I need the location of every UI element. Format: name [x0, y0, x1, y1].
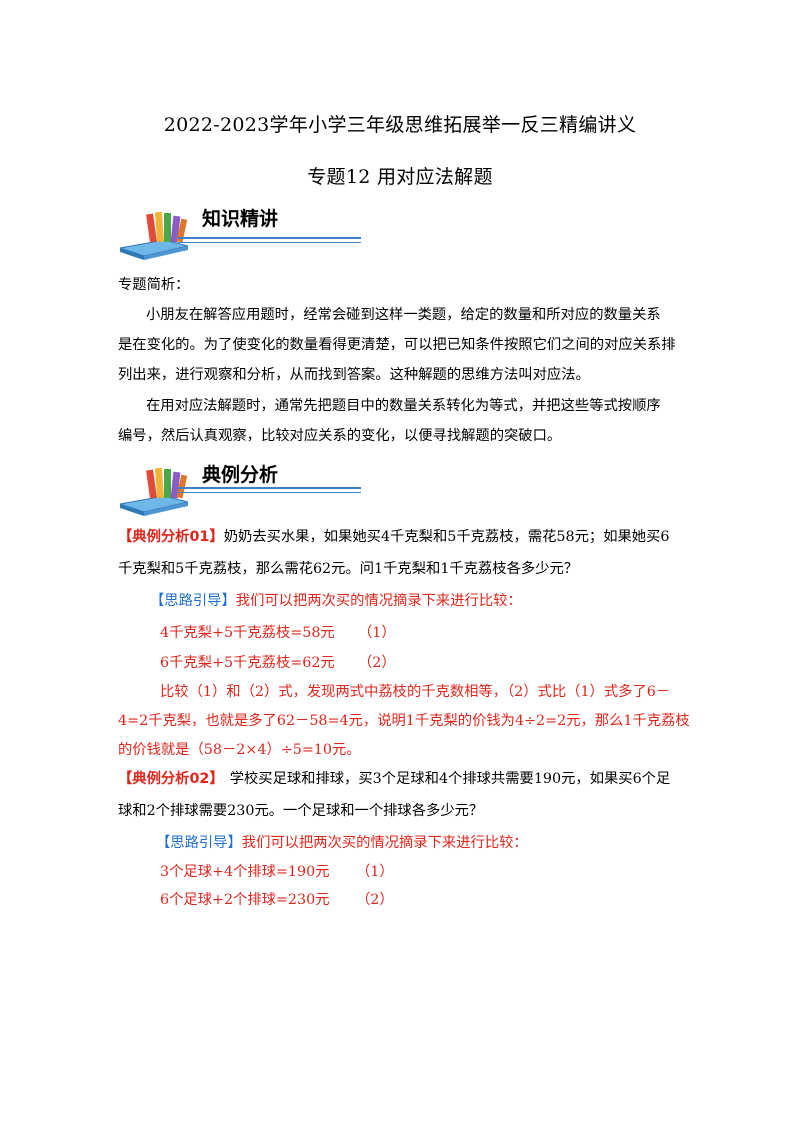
- example-1-solution-line-3: 的价钱就是（58－2×4）÷5=10元。: [118, 742, 361, 758]
- example-1-hint: 【思路引导】我们可以把两次买的情况摘录下来进行比较：: [150, 593, 522, 609]
- books-icon: [119, 467, 189, 516]
- example-1-solution-line-2: 4=2千克梨，也就是多了62－58=4元，说明1千克梨的价钱为4÷2=2元，那么…: [118, 713, 690, 729]
- intro-paragraph-1-line-1: 小朋友在解答应用题时，经常会碰到这样一类题，给定的数量和所对应的数量关系: [146, 307, 661, 323]
- example-1-tag: 【典例分析01】: [118, 529, 224, 545]
- example-2-hint-tag: 【思路引导】: [156, 835, 242, 851]
- document-title: 2022-2023学年小学三年级思维拓展举一反三精编讲义: [163, 114, 637, 136]
- intro-paragraph-2-line-2: 编号，然后认真观察，比较对应关系的变化，以便寻找解题的突破口。: [118, 428, 562, 444]
- example-1-equation-1-number: （1）: [358, 625, 396, 641]
- intro-paragraph-1-line-3: 列出来，进行观察和分析，从而找到答案。这种解题的思维方法叫对应法。: [118, 367, 590, 383]
- example-2-equation-1-number: （1）: [356, 864, 394, 880]
- section-underline: [178, 487, 361, 489]
- example-1-equation-2-number: （2）: [358, 655, 396, 671]
- example-1-equation-1: 4千克梨+5千克荔枝=58元: [160, 625, 335, 641]
- intro-paragraph-2-line-1: 在用对应法解题时，通常先把题目中的数量关系转化为等式，并把这些等式按顺序: [146, 398, 661, 414]
- example-2-question-line-1: 【典例分析02】学校买足球和排球，买3个足球和4个排球共需要190元，如果买6个…: [118, 771, 671, 787]
- section-title-knowledge: 知识精讲: [202, 208, 279, 230]
- example-2-equation-1: 3个足球+4个排球=190元: [160, 864, 330, 880]
- example-2-equation-2-number: （2）: [356, 892, 394, 908]
- section-underline-thin: [178, 492, 361, 493]
- example-2-tag: 【典例分析02】: [118, 771, 224, 787]
- example-2-question-line-2: 球和2个排球需要230元。一个足球和一个排球各多少元？: [118, 803, 484, 819]
- example-1-hint-tag: 【思路引导】: [150, 593, 236, 609]
- books-icon: [119, 211, 189, 260]
- example-1-solution-line-1: 比较（1）和（2）式，发现两式中荔枝的千克数相等，（2）式比（1）式多了6－: [160, 684, 671, 700]
- section-title-examples: 典例分析: [202, 464, 279, 486]
- intro-paragraph-1-line-2: 是在变化的。为了使变化的数量看得更清楚，可以把已知条件按照它们之间的对应关系排: [118, 337, 676, 353]
- section-underline: [178, 237, 361, 239]
- example-2-hint: 【思路引导】我们可以把两次买的情况摘录下来进行比较：: [156, 835, 528, 851]
- section-header-knowledge: 知识精讲: [118, 204, 361, 260]
- section-header-examples: 典例分析: [118, 460, 361, 516]
- section-underline-thin: [178, 242, 361, 243]
- example-1-question-line-2: 千克梨和5千克荔枝，那么需花62元。问1千克梨和1千克荔枝各多少元？: [118, 561, 579, 577]
- intro-heading: 专题简析：: [118, 277, 190, 293]
- example-1-question-line-1: 【典例分析01】奶奶去买水果，如果她买4千克梨和5千克荔枝，需花58元；如果她买…: [118, 529, 670, 545]
- example-1-equation-2: 6千克梨+5千克荔枝=62元: [160, 655, 335, 671]
- document-subtitle: 专题12 用对应法解题: [307, 166, 493, 188]
- example-2-equation-2: 6个足球+2个排球=230元: [160, 892, 330, 908]
